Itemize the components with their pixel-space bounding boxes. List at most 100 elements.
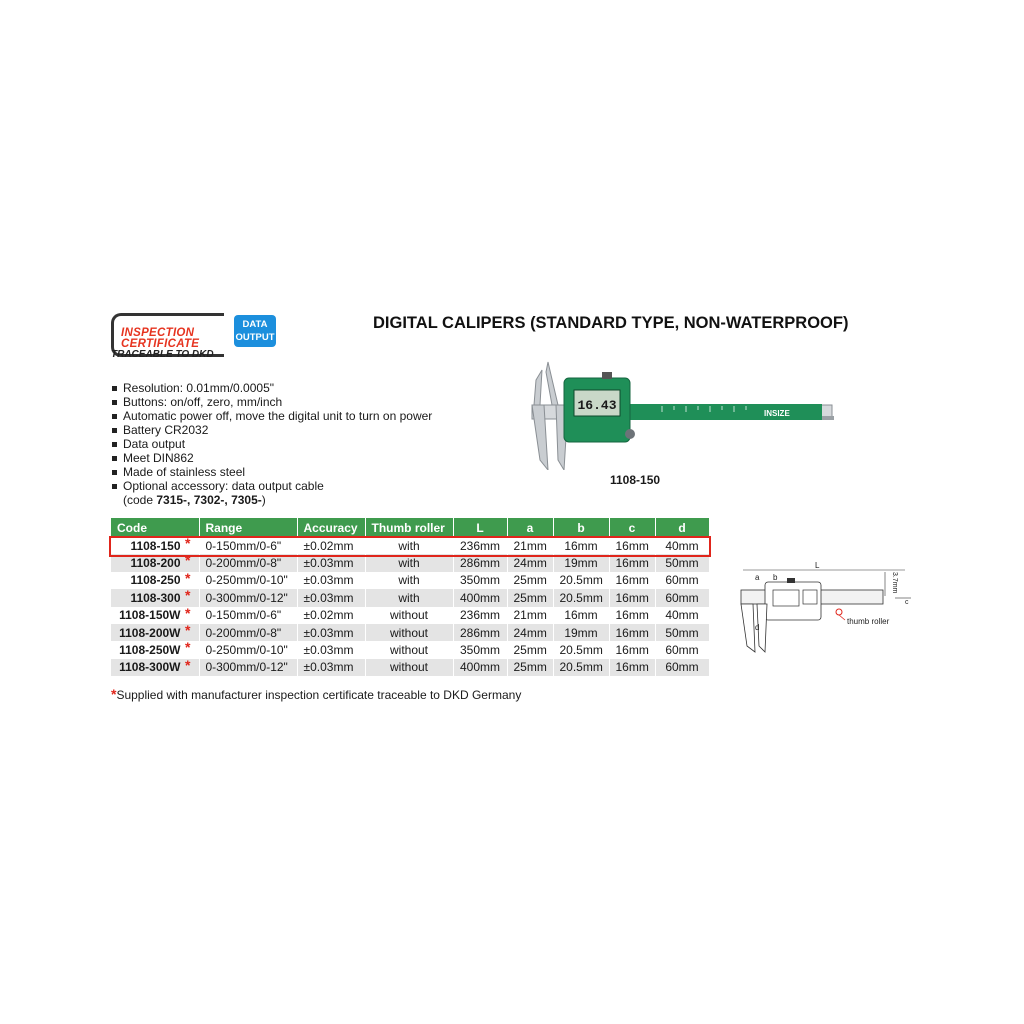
dim-label-c: c: [905, 599, 909, 606]
bullet-icon: [112, 442, 117, 447]
cell-b: 20.5mm: [553, 658, 610, 677]
model-code: 1108-150W: [119, 608, 181, 623]
cell-L: 350mm: [453, 571, 508, 590]
cell-accuracy: ±0.03mm: [297, 571, 366, 590]
footnote-star: *: [111, 686, 117, 702]
cell-roller: with: [365, 571, 454, 590]
cell-b: 16mm: [553, 606, 610, 624]
cell-c: 16mm: [609, 623, 656, 642]
bullet-icon: [112, 386, 117, 391]
cell-code: 1108-150W *: [111, 604, 200, 624]
feature-item: Buttons: on/off, zero, mm/inch: [112, 395, 432, 409]
model-code: 1108-250W: [119, 643, 181, 658]
col-header-a: a: [507, 518, 554, 537]
cell-d: 40mm: [655, 606, 710, 624]
cell-L: 236mm: [453, 606, 508, 624]
inspection-certificate-logo: [111, 313, 224, 357]
cell-accuracy: ±0.03mm: [297, 623, 366, 642]
cell-L: 286mm: [453, 623, 508, 642]
cell-L: 400mm: [453, 658, 508, 677]
cell-a: 25mm: [507, 641, 554, 659]
cell-c: 16mm: [609, 641, 656, 659]
cell-L: 286mm: [453, 554, 508, 572]
certificate-star: *: [185, 604, 191, 621]
certificate-star: *: [185, 535, 191, 551]
cell-code: 1108-250*: [111, 569, 200, 590]
cell-range: 0-150mm/0-6": [199, 606, 298, 624]
lcd-display: [573, 389, 621, 417]
cell-d: 40mm: [655, 537, 710, 555]
bullet-icon: [112, 414, 117, 419]
cert-line2: CERTIFICATE: [121, 338, 200, 350]
cert-line1: INSPECTION: [121, 327, 195, 339]
cell-range: 0-150mm/0-6": [199, 537, 298, 555]
cell-a: 25mm: [507, 658, 554, 677]
model-code: 1108-150: [130, 538, 181, 553]
feature-sub-item: (code 7315-, 7302-, 7305-): [123, 493, 266, 507]
cell-roller: with: [365, 589, 454, 607]
fixed-upper-jaw: [533, 369, 543, 406]
bullet-icon: [112, 484, 117, 489]
caliper-scale-ticks: [661, 406, 747, 412]
caliper-product-image: INSIZE 16.43: [531, 361, 834, 470]
cell-a: 21mm: [507, 606, 554, 624]
cell-code: 1108-250W*: [111, 640, 200, 659]
cell-b: 20.5mm: [553, 571, 610, 590]
model-code: 1108-200W: [119, 625, 181, 640]
dim-label-L: L: [815, 561, 820, 570]
thumb-roller-marker-icon: [835, 608, 843, 616]
cell-a: 24mm: [507, 554, 554, 572]
page-title: DIGITAL CALIPERS (STANDARD TYPE, NON-WAT…: [373, 314, 849, 332]
bullet-icon: [112, 428, 117, 433]
cell-accuracy: ±0.02mm: [297, 537, 366, 555]
cell-d: 60mm: [655, 658, 710, 677]
brand-logo: INSIZE: [764, 409, 790, 418]
cell-accuracy: ±0.03mm: [297, 641, 366, 659]
cell-code: 1108-200W*: [111, 623, 200, 642]
dimension-diagram: L a b d 3.7mm c thumb roller: [740, 561, 911, 653]
col-header-L: L: [453, 518, 508, 537]
cell-c: 16mm: [609, 554, 656, 572]
dim-label-a: a: [755, 573, 760, 582]
cell-L: 400mm: [453, 589, 508, 607]
cell-d: 50mm: [655, 554, 710, 572]
lcd-reading: 16.43: [577, 398, 616, 413]
model-code: 1108-300W: [119, 660, 181, 675]
col-header-thumb-roller: Thumb roller: [365, 518, 454, 537]
model-code: 1108-200: [130, 556, 181, 571]
model-code: 1108-300: [130, 590, 181, 605]
cell-code: 1108-300*: [111, 588, 200, 607]
thumb-roller-leader: [838, 614, 846, 621]
cell-code: 1108-200 *: [111, 552, 200, 572]
certificate-star: *: [185, 552, 191, 569]
certificate-star: *: [185, 656, 191, 673]
feature-item: Resolution: 0.01mm/0.0005": [112, 381, 432, 395]
cell-range: 0-300mm/0-12": [199, 589, 298, 607]
cell-code: 1108-150 *: [111, 535, 200, 555]
cell-range: 0-200mm/0-8": [199, 554, 298, 572]
cell-b: 19mm: [553, 554, 610, 572]
cell-a: 25mm: [507, 589, 554, 607]
cell-c: 16mm: [609, 589, 656, 607]
diagram-sliding-jaw: [756, 603, 768, 653]
certificate-star: *: [185, 569, 191, 586]
cell-accuracy: ±0.03mm: [297, 658, 366, 677]
feature-item: Optional accessory: data output cable: [112, 479, 432, 493]
col-header-b: b: [553, 518, 610, 537]
cell-range: 0-250mm/0-10": [199, 571, 298, 590]
cell-c: 16mm: [609, 658, 656, 677]
data-output-badge: DATA OUTPUT: [234, 315, 276, 347]
bullet-icon: [112, 400, 117, 405]
feature-item: Data output: [112, 437, 432, 451]
dim-label-d: d: [755, 623, 759, 632]
cell-b: 16mm: [553, 537, 610, 555]
diagram-data-port: [787, 578, 795, 583]
col-header-accuracy: Accuracy: [297, 518, 366, 537]
spec-table: Code Range Accuracy Thumb roller L a b c…: [111, 518, 710, 677]
cell-range: 0-300mm/0-12": [199, 658, 298, 677]
cell-d: 60mm: [655, 589, 710, 607]
